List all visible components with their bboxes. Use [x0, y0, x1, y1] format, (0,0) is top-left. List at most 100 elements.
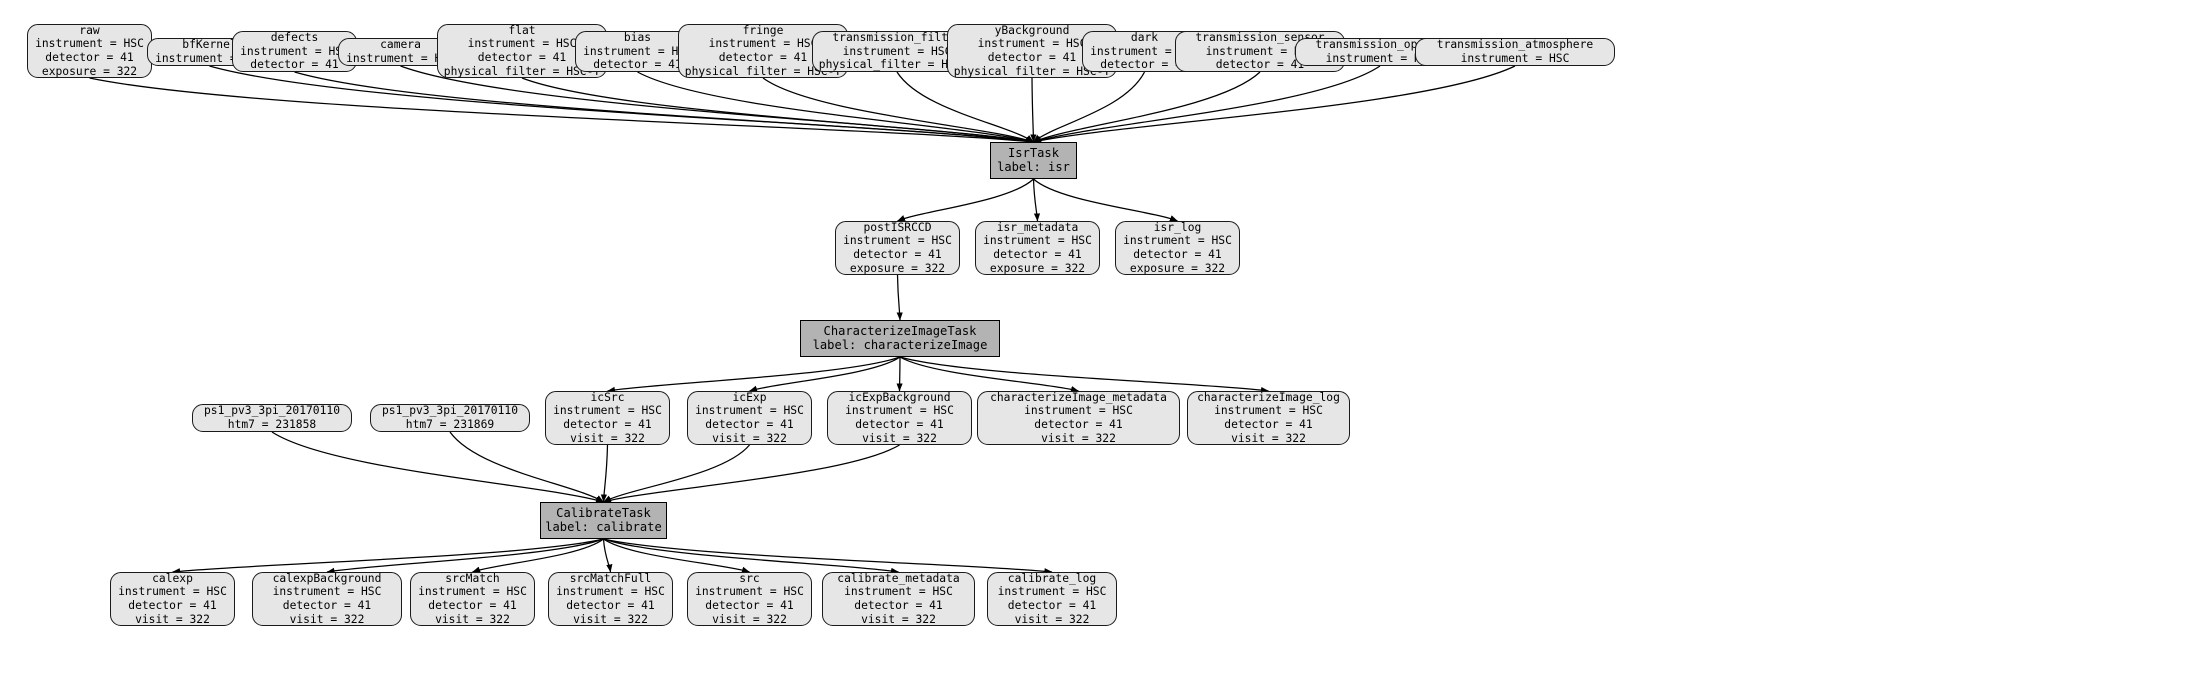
node-line: visit = 322 [573, 612, 648, 626]
node-line: instrument = HSC [556, 585, 665, 599]
node-title: icSrc [590, 390, 625, 404]
node-title: yBackground [994, 23, 1070, 37]
node-line: label: characterizeImage [812, 337, 988, 352]
node-title: calexp [152, 571, 193, 585]
node-line: detector = 41 [853, 248, 942, 261]
node-line: detector = 41 [705, 418, 794, 431]
node-line: detector = 41 [1133, 248, 1222, 261]
node-line: detector = 41 [566, 599, 655, 612]
node-line: detector = 41 [477, 51, 567, 64]
edge-yBackground-to-IsrTask [1030, 77, 1037, 143]
node-line: instrument = HSC [1460, 52, 1570, 65]
node-line: visit = 322 [570, 431, 645, 445]
node-line: htm7 = 231858 [227, 418, 317, 431]
node-title: postISRCCD [863, 220, 932, 234]
node-line: detector = 41 [593, 58, 682, 72]
edge-fringe-to-IsrTask [762, 77, 1034, 143]
edge-CharacterizeImageTask-to-characterizeImage_metadata [899, 356, 1079, 393]
edge-CalibrateTask-to-calexpBackground [326, 538, 604, 574]
node-line: exposure = 322 [1129, 261, 1226, 275]
edge-CharacterizeImageTask-to-icExp [749, 356, 901, 392]
edge-CalibrateTask-to-calibrate_log [603, 538, 1053, 575]
node-line: detector = 41 [993, 248, 1082, 261]
node-title: calibrate_log [1007, 571, 1097, 585]
node-title: ps1_pv3_3pi_20170110 [203, 404, 341, 418]
node-line: visit = 322 [1014, 612, 1090, 626]
node-line: instrument = HSC [583, 44, 692, 58]
edge-CalibrateTask-to-srcMatchFull [602, 538, 613, 573]
edge-CalibrateTask-to-calexp [172, 538, 604, 575]
node-line: instrument = HSC [467, 37, 577, 51]
edge-IsrTask-to-isr_metadata [1032, 178, 1041, 222]
node-line: visit = 322 [1041, 431, 1116, 445]
edge-defects-to-IsrTask [294, 71, 1034, 145]
node-line: instrument = HSC [272, 585, 382, 599]
node-line: detector = 41 [45, 51, 134, 64]
node-line: instrument = HSC [35, 37, 144, 51]
node-line: detector = 41 [705, 599, 794, 612]
node-title: fringe [742, 23, 784, 37]
node-line: instrument = HSC [553, 404, 662, 418]
node-line: instrument = HSC [977, 37, 1087, 51]
node-title: camera [380, 38, 421, 52]
edge-CalibrateTask-to-src [603, 538, 750, 573]
node-line: detector = 41 [854, 599, 943, 612]
edge-bfKernel-to-IsrTask [209, 65, 1034, 145]
node-title: flat [508, 23, 536, 37]
node-title: icExp [732, 390, 767, 404]
node-title: dark [1130, 31, 1159, 45]
node-title: isr_metadata [996, 220, 1079, 234]
edge-IsrTask-to-isr_log [1033, 178, 1178, 222]
node-line: instrument = HSC [844, 585, 953, 599]
node-title: src [739, 571, 760, 585]
node-line: instrument = HSC [118, 585, 227, 599]
node-line: visit = 322 [712, 431, 787, 445]
edge-bias-to-IsrTask [637, 71, 1034, 144]
node-title: bias [623, 31, 652, 45]
node-line: detector = 41 [428, 599, 517, 612]
node-line: instrument = HSC [708, 37, 818, 51]
edge-raw-to-IsrTask [89, 77, 1034, 145]
node-line: detector = 41 [250, 58, 339, 72]
node-title: calibrate_metadata [837, 571, 960, 585]
node-line: label: calibrate [545, 519, 662, 534]
edge-CharacterizeImageTask-to-characterizeImage_log [899, 356, 1269, 394]
edge-CalibrateTask-to-calibrate_metadata [603, 538, 899, 574]
node-line: visit = 322 [862, 431, 937, 445]
node-line: detector = 41 [1034, 418, 1123, 431]
edge-icExp-to-CalibrateTask [603, 444, 750, 503]
node-line: detector = 41 [1007, 599, 1097, 612]
edge-flat-to-IsrTask [521, 77, 1034, 144]
node-title: raw [79, 23, 100, 37]
node-line: visit = 322 [289, 612, 365, 626]
node-line: instrument = HSC [997, 585, 1107, 599]
node-title: srcMatch [445, 571, 500, 585]
node-title: CalibrateTask [556, 505, 651, 520]
edge-CharacterizeImageTask-to-icExpBackground [896, 356, 903, 392]
node-line: detector = 41 [282, 599, 372, 612]
node-line: visit = 322 [1231, 431, 1306, 445]
